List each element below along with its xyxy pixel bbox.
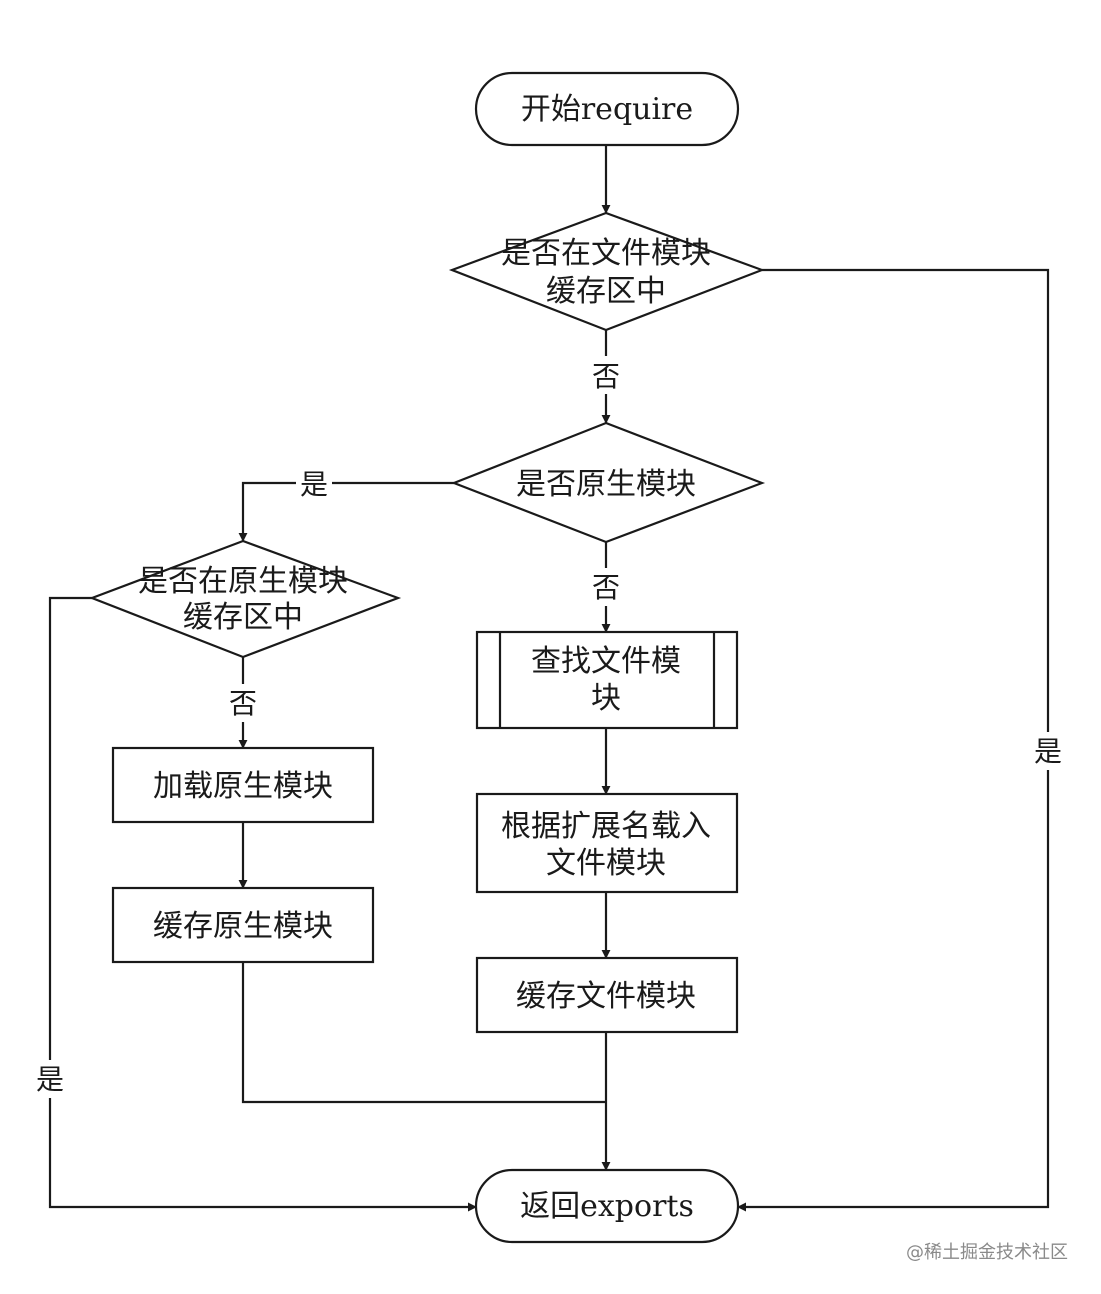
edge-label-no-1: 否 — [592, 360, 620, 393]
find-file-line2: 块 — [591, 681, 621, 716]
process-load-native: 加载原生模块 — [111, 746, 375, 824]
edge-file-cache-yes — [737, 268, 1050, 1212]
node-start: 开始require — [474, 71, 740, 147]
edge-labels: 否 否 否 是 是 是 — [30, 356, 1068, 1098]
node-end: 返回exports — [474, 1168, 740, 1244]
process-load-by-extension: 根据扩展名载入 文件模块 — [475, 792, 739, 894]
edge-label-no-3: 否 — [229, 687, 257, 720]
decision-is-native-label: 是否原生模块 — [516, 467, 696, 502]
decision-in-file-cache-line2: 缓存区中 — [546, 274, 666, 309]
decision-in-file-cache-line1: 是否在文件模块 — [501, 236, 711, 271]
edge-label-yes-native: 是 — [300, 468, 328, 501]
process-find-file-module: 查找文件模 块 — [475, 630, 739, 730]
watermark-text: @稀土掘金技术社区 — [906, 1242, 1068, 1263]
load-by-ext-line2: 文件模块 — [546, 846, 666, 881]
edge-label-no-2: 否 — [592, 571, 620, 604]
edge-native-cache-yes — [48, 596, 477, 1212]
edge-native-yes — [238, 481, 454, 542]
end-label: 返回exports — [520, 1189, 694, 1224]
process-cache-file: 缓存文件模块 — [475, 956, 739, 1034]
start-label: 开始require — [521, 92, 693, 127]
decision-in-native-cache-line2: 缓存区中 — [183, 600, 303, 635]
edge-label-yes-native-cache: 是 — [36, 1063, 64, 1096]
decision-in-file-cache: 是否在文件模块 缓存区中 — [448, 211, 766, 332]
process-cache-native: 缓存原生模块 — [111, 886, 375, 964]
decision-is-native: 是否原生模块 — [450, 421, 766, 544]
load-by-ext-line1: 根据扩展名载入 — [501, 809, 711, 844]
load-native-label: 加载原生模块 — [153, 769, 333, 804]
edge-cache-native-join — [241, 962, 606, 1104]
edge-label-yes-file-cache: 是 — [1034, 735, 1062, 768]
decision-in-native-cache-line1: 是否在原生模块 — [138, 564, 348, 599]
decision-in-native-cache: 是否在原生模块 缓存区中 — [88, 539, 402, 659]
find-file-line1: 查找文件模 — [531, 644, 681, 679]
cache-file-label: 缓存文件模块 — [516, 979, 696, 1014]
cache-native-label: 缓存原生模块 — [153, 909, 333, 944]
